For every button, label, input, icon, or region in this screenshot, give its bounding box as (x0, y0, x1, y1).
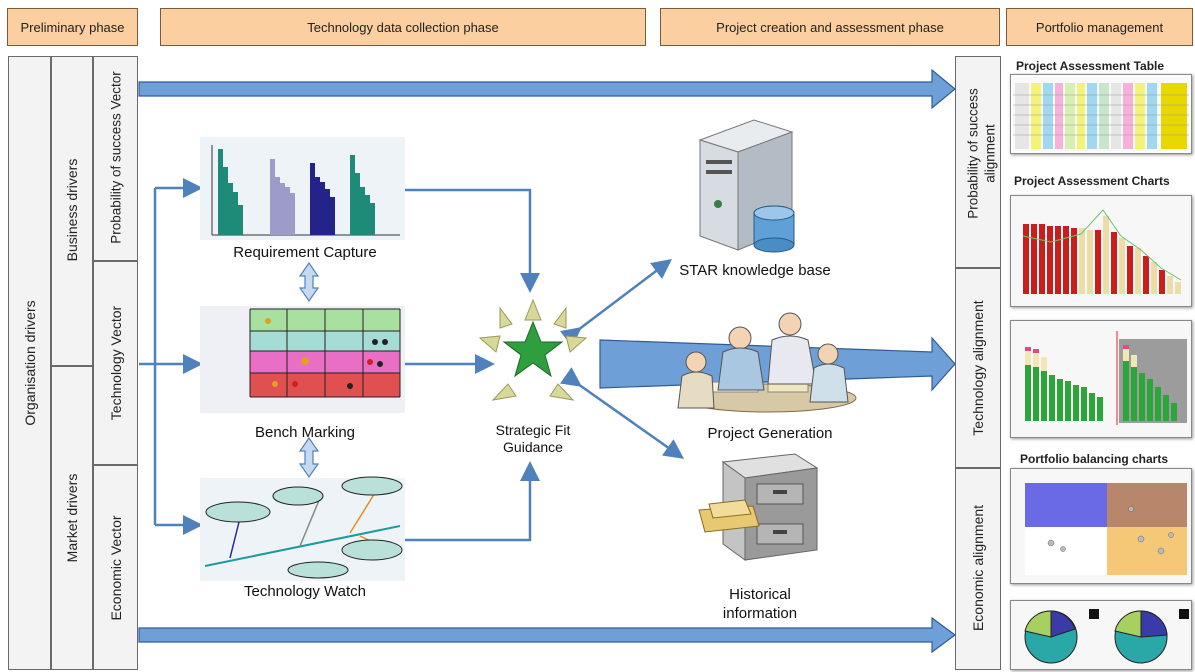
phase-project-creation: Project creation and assessment phase (660, 8, 1000, 46)
phase-technology-data-collection: Technology data collection phase (160, 8, 646, 46)
bottom-flow-arrow (138, 616, 957, 654)
bench-marking-label: Bench Marking (254, 424, 356, 441)
technology-alignment-box (955, 268, 1001, 468)
strategic-fit-label-1: Strategic Fit (495, 422, 571, 438)
probability-alignment-box (955, 56, 1001, 268)
requirement-to-strategic-arrow (405, 188, 540, 293)
requirement-benchmark-double-arrow (298, 261, 320, 303)
historical-information-label-2: information (722, 605, 798, 622)
market-drivers-box (51, 366, 93, 670)
technology-branch-line (139, 188, 157, 525)
star-knowledge-base-label: STAR knowledge base (679, 262, 831, 279)
benchmark-watch-double-arrow (298, 436, 320, 479)
business-drivers-box (51, 56, 93, 366)
strategic-fit-star (478, 298, 588, 401)
project-assessment-table-title: Project Assessment Table (1016, 59, 1165, 73)
portfolio-balancing-pie-thumbnail (1010, 600, 1192, 670)
probability-vector-box (93, 56, 138, 261)
server-icon (698, 119, 795, 253)
portfolio-balancing-bubble-thumbnail (1010, 468, 1192, 584)
watch-to-strategic-arrow (405, 461, 540, 542)
project-assessment-chart-2-thumbnail (1010, 320, 1192, 438)
historical-information-label-1: Historical (729, 586, 791, 603)
requirement-capture-chart (200, 137, 405, 240)
requirement-capture-label: Requirement Capture (233, 244, 377, 261)
strategic-to-historical-arrow (559, 367, 685, 459)
strategic-fit-label-2: Guidance (503, 439, 563, 455)
project-assessment-charts-title: Project Assessment Charts (1014, 174, 1170, 188)
phase-portfolio-management: Portfolio management (1006, 8, 1193, 46)
portfolio-balancing-charts-title: Portfolio balancing charts (1020, 452, 1169, 466)
technology-watch-label: Technology Watch (243, 583, 366, 600)
technology-watch-diagram (200, 476, 405, 581)
project-assessment-chart-1-thumbnail (1010, 195, 1192, 307)
technology-vector-box (93, 261, 138, 465)
phase-preliminary: Preliminary phase (7, 8, 138, 46)
organisation-drivers-box (8, 56, 51, 670)
project-generation-label: Project Generation (707, 425, 833, 442)
economic-vector-box (93, 465, 138, 670)
bench-marking-matrix (200, 306, 405, 413)
people-meeting-icon (677, 312, 857, 413)
strategic-to-kb-arrow (560, 258, 672, 348)
economic-alignment-box (955, 468, 1001, 670)
project-assessment-table-thumbnail (1010, 74, 1192, 154)
filing-cabinet-icon (698, 453, 819, 561)
top-flow-arrow (138, 68, 956, 110)
